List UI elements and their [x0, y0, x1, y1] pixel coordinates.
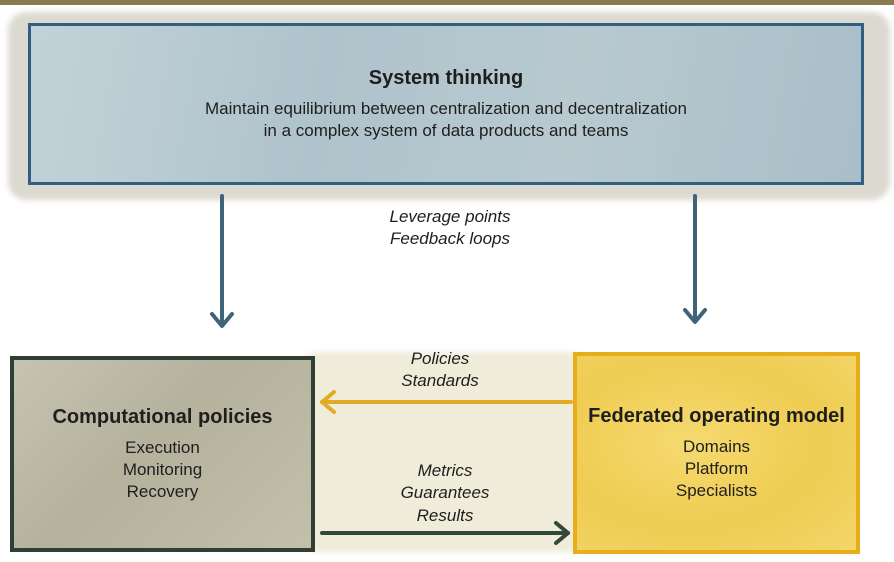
specialists-item: Specialists — [675, 481, 758, 501]
guarantees-text: Guarantees — [400, 483, 490, 503]
policies-standards-label: Policies Standards — [360, 348, 520, 393]
leverage-points-text: Leverage points — [389, 207, 511, 226]
recovery-item: Recovery — [126, 482, 199, 502]
center-wash — [300, 352, 590, 552]
metrics-label: Metrics Guarantees Results — [360, 460, 530, 527]
standards-text: Standards — [401, 371, 479, 391]
arrow-down-icon — [683, 194, 707, 324]
top-rule — [0, 0, 894, 5]
feedback-loops-text: Feedback loops — [389, 229, 511, 249]
computational-policies-title: Computational policies — [52, 405, 273, 428]
arrow-right-icon — [320, 521, 570, 545]
system-thinking-box: System thinking Maintain equilibrium bet… — [28, 23, 864, 185]
platform-item: Platform — [684, 458, 749, 478]
system-thinking-title: System thinking — [368, 66, 524, 89]
down-arrows-label: Leverage points Feedback loops — [360, 206, 540, 251]
results-text: Results — [416, 505, 474, 525]
metrics-text: Metrics — [417, 461, 473, 480]
federated-operating-model-box: Federated operating model Domains Platfo… — [573, 352, 860, 554]
system-thinking-line-2: in a complex system of data products and… — [263, 121, 629, 140]
computational-policies-box: Computational policies Execution Monitor… — [10, 356, 315, 552]
arrow-down-icon — [210, 194, 234, 328]
execution-item: Execution — [125, 437, 200, 457]
federated-operating-model-title: Federated operating model — [588, 404, 845, 427]
arrow-left-icon — [320, 390, 573, 414]
monitoring-item: Monitoring — [122, 459, 203, 479]
domains-item: Domains — [682, 436, 751, 456]
policies-text: Policies — [410, 349, 470, 368]
system-thinking-line-1: Maintain equilibrium between centralizat… — [205, 98, 687, 118]
